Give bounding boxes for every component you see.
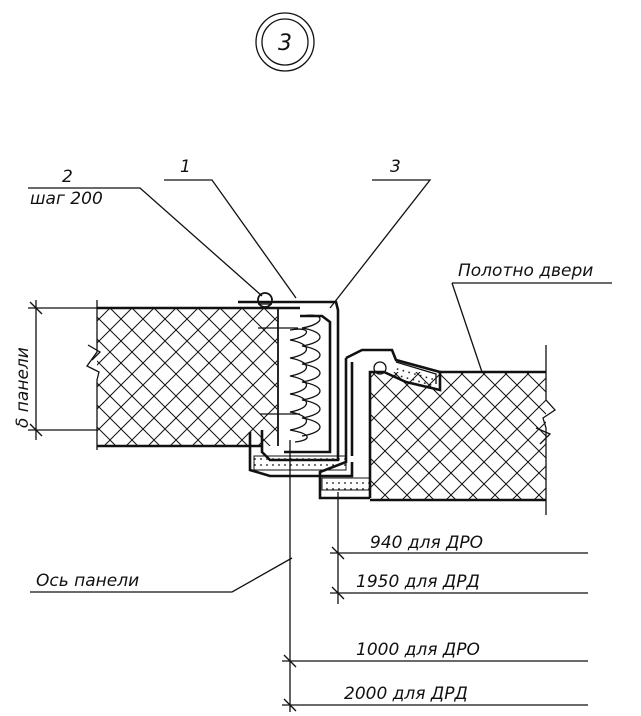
- panel-thickness-dimension: δ панели: [13, 300, 97, 440]
- dimension-1000-label: 1000 для ДРО: [356, 640, 480, 660]
- detail-number: 3: [278, 31, 292, 56]
- dimension-2000-label: 2000 для ДРД: [344, 684, 468, 704]
- dimension-lines: [282, 440, 588, 712]
- panel-thickness-label: δ панели: [13, 347, 33, 428]
- detail-number-badge: 3: [255, 12, 315, 72]
- panel-edge-profile: [238, 300, 354, 478]
- spring-seal: [289, 314, 321, 443]
- door-leaf-label: Полотно двери: [458, 261, 593, 281]
- wall-panel: [86, 300, 300, 450]
- dimension-940-label: 940 для ДРО: [370, 533, 483, 553]
- callout-2: 2: [62, 167, 73, 187]
- wall-panel-insulation: [97, 308, 277, 446]
- screw-fastener: [257, 292, 300, 446]
- door-leaf: [318, 345, 556, 515]
- break-mark: [87, 344, 102, 361]
- leader-lines: [28, 179, 612, 593]
- door-leaf-insulation: [370, 372, 546, 500]
- callout-1: 1: [180, 157, 191, 177]
- panel-axis-label: Ось панели: [36, 571, 139, 591]
- callout-2-pitch: шаг 200: [30, 189, 103, 209]
- callout-3: 3: [390, 157, 401, 177]
- dimension-1950-label: 1950 для ДРД: [356, 572, 480, 592]
